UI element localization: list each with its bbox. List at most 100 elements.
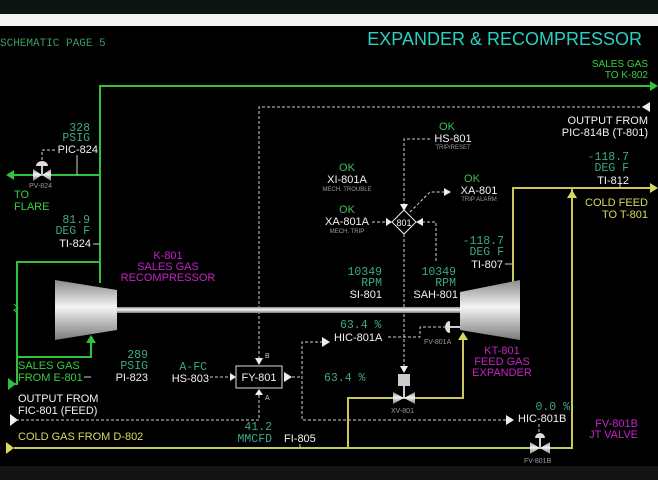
output-fic-label: FIC-801 (FEED) [18,405,97,417]
svg-text:HS-801: HS-801 [434,133,471,145]
svg-text:DEG F: DEG F [594,162,629,175]
to-flare-label: TO [14,189,30,201]
sales-gas-to-label: SALES GAS [592,59,648,70]
svg-text:328: 328 [69,122,90,135]
svg-text:10349: 10349 [421,266,456,279]
svg-text:801: 801 [396,218,411,228]
arrow-left-icon [642,102,650,112]
svg-text:TRIP ALARM: TRIP ALARM [461,197,497,203]
fv-801b-valve[interactable] [530,433,550,454]
svg-text:OK: OK [439,121,456,133]
sah-801[interactable]: 10349 RPM SAH-801 [413,266,458,301]
hic-801b[interactable]: 0.0 % HIC-801B [518,401,570,425]
kt-801-label: FEED GAS [474,356,530,368]
svg-text:HIC-801A: HIC-801A [334,332,383,344]
svg-text:HIC-801B: HIC-801B [518,413,566,425]
sales-gas-lines [6,81,658,390]
fy-801[interactable]: FY-801 B A 63.4 % [235,353,366,402]
pv-824-label: PV-824 [29,183,52,190]
svg-text:PSIG: PSIG [120,360,148,373]
hs-801[interactable]: OK HS-801 TRIP/RESET [434,121,471,151]
ti-807[interactable]: -118.7 DEG F TI-807 [463,235,505,271]
arrow-up-icon [86,335,96,343]
svg-text:DEG F: DEG F [469,246,504,259]
fv-801a-valve[interactable] [445,321,460,333]
xv-801-label: XV-801 [391,408,414,415]
svg-text:SAH-801: SAH-801 [413,289,458,301]
svg-text:DEG F: DEG F [55,225,90,238]
expander-kt-801[interactable] [460,280,520,340]
svg-text:OK: OK [339,162,356,174]
svg-text:XI-801A: XI-801A [327,174,367,186]
svg-text:TI-807: TI-807 [471,259,503,271]
svg-text:A: A [265,395,270,402]
fv-801b-name: JT VALVE [589,429,638,441]
svg-text:OK: OK [464,173,481,185]
arrow-right-icon [650,81,658,91]
page-title: EXPANDER & RECOMPRESSOR [367,29,642,49]
svg-text:41.2: 41.2 [244,421,272,434]
fv-801a-label: FV-801A [424,339,452,346]
arrow-right-icon [8,378,16,390]
output-fic-label: OUTPUT FROM [18,393,98,405]
fv-801b-name: FV-801B [595,418,638,430]
pic-824[interactable]: 328 PSIG PIC-824 [58,122,98,156]
svg-text:63.4 %: 63.4 % [324,372,366,385]
svg-text:TI-824: TI-824 [59,238,91,250]
output-pic-label: OUTPUT FROM [568,115,648,127]
page-label: SCHEMATIC PAGE 5 [0,38,106,50]
svg-text:PSIG: PSIG [62,132,90,145]
ti-824[interactable]: 81.9 DEG F TI-824 [55,214,91,250]
svg-text:FY-801: FY-801 [241,372,276,384]
pv-824-valve[interactable] [33,149,56,181]
arrow-down-icon [255,358,263,365]
svg-text:MECH. TROUBLE: MECH. TROUBLE [322,187,371,193]
svg-text:RPM: RPM [435,277,456,290]
svg-text:289: 289 [127,349,148,362]
pi-823[interactable]: 289 PSIG PI-823 [116,349,149,384]
svg-text:10349: 10349 [347,266,382,279]
xa-801a[interactable]: OK XA-801A MECH. TRIP [325,204,370,235]
k-801-label: RECOMPRESSOR [121,272,216,284]
svg-text:81.9: 81.9 [62,214,90,227]
svg-text:HS-803: HS-803 [172,373,209,385]
sales-gas-from-label: FROM E-801 [18,372,83,384]
sales-gas-to-label: TO K-802 [605,70,649,81]
fi-805[interactable]: 41.2 MMCFD FI-805 [237,421,315,446]
arrow-left-icon [6,170,14,180]
svg-text:RPM: RPM [361,277,382,290]
svg-text:0.0 %: 0.0 % [535,401,570,414]
svg-text:-118.7: -118.7 [588,151,629,164]
cold-feed-to-label: COLD FEED [585,197,648,209]
svg-text:OK: OK [339,204,356,216]
si-801[interactable]: 10349 RPM SI-801 [347,266,382,301]
hic-801a[interactable]: 63.4 % HIC-801A [334,319,383,344]
logic-801[interactable]: 801 [391,209,417,235]
top-band [0,0,658,14]
svg-text:TI-812: TI-812 [597,175,629,187]
signal-lines [10,102,650,432]
fv-801b-label: FV-801B [524,458,552,465]
xi-801a[interactable]: OK XI-801A MECH. TROUBLE [322,162,371,193]
svg-text:FI-805: FI-805 [284,433,316,445]
cold-feed-to-label: TO T-801 [602,209,648,221]
svg-text:-118.7: -118.7 [463,235,504,248]
svg-text:MMCFD: MMCFD [237,433,272,446]
svg-text:XA-801A: XA-801A [325,216,370,228]
bottom-band [0,466,658,480]
kt-801-label: KT-801 [484,345,519,357]
k-801-label: SALES GAS [137,261,199,273]
output-pic-label: PIC-814B (T-801) [562,127,648,139]
svg-text:XA-801: XA-801 [461,185,498,197]
xa-801[interactable]: OK XA-801 TRIP ALARM [461,173,498,203]
hs-803[interactable]: A-FC HS-803 [172,361,209,385]
compressor-k-801[interactable] [55,280,117,340]
svg-text:TRIP/RESET: TRIP/RESET [435,145,471,151]
k-801-label: K-801 [153,250,182,262]
ti-812[interactable]: -118.7 DEG F TI-812 [588,151,630,187]
svg-text:A-FC: A-FC [179,361,207,374]
xv-801-valve[interactable] [393,374,415,404]
svg-text:B: B [265,353,270,360]
shaft [112,307,464,313]
